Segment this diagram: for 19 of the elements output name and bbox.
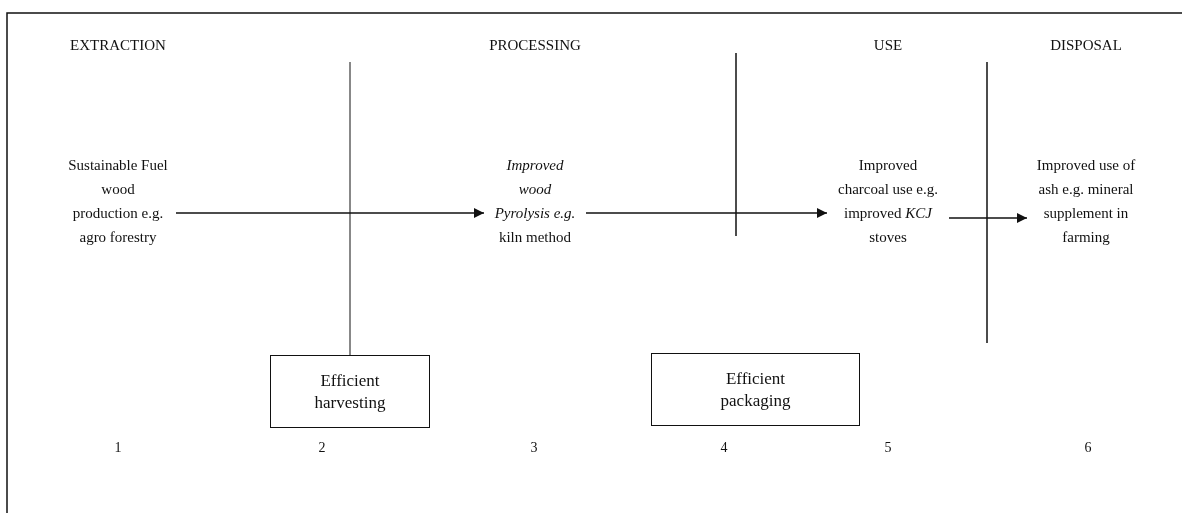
stage-description: Improved use of ash e.g. mineral supplement in farming	[1035, 156, 1137, 247]
process-box: Efficient harvesting	[270, 355, 430, 428]
stage-heading: PROCESSING	[489, 37, 581, 54]
stage-description: Improved wood Pyrolysis e.g. kiln method	[493, 156, 577, 247]
step-number: 6	[1084, 440, 1092, 456]
stage-heading: DISPOSAL	[1050, 37, 1122, 54]
arrow	[175, 208, 485, 218]
step-number: 4	[720, 440, 728, 456]
arrow	[948, 213, 1028, 223]
step-number: 2	[318, 440, 326, 456]
step-number: 3	[530, 440, 538, 456]
stage-heading: USE	[873, 37, 903, 54]
stage-description: Sustainable Fuel wood production e.g. agro forestry	[68, 156, 168, 247]
stage-description: Improved charcoal use e.g. improved KCJ stoves	[837, 156, 939, 247]
arrow	[585, 208, 828, 218]
step-number: 5	[884, 440, 892, 456]
step-number: 1	[114, 440, 122, 456]
stage-heading: EXTRACTION	[70, 37, 166, 54]
process-box: Efficient packaging	[651, 353, 860, 426]
